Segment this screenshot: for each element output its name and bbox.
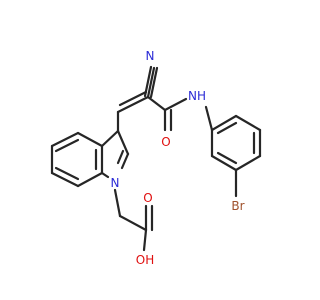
bond — [210, 154, 238, 172]
bond — [100, 171, 110, 179]
bond — [142, 228, 148, 252]
bond — [234, 114, 262, 132]
indole-nitrogen-label: N — [111, 176, 120, 190]
bond — [116, 149, 125, 165]
bond — [216, 121, 238, 135]
bond — [116, 95, 150, 114]
bond — [118, 90, 148, 107]
bond — [204, 105, 214, 132]
bond — [100, 129, 120, 148]
bonds — [50, 65, 262, 252]
nitrile-nitrogen-label: N — [146, 49, 155, 63]
bond — [113, 188, 122, 218]
amide-nh-label: NH — [188, 89, 206, 103]
bond — [120, 152, 130, 170]
atom-labels: N NH O N O OH Br — [111, 49, 245, 267]
bond — [210, 114, 238, 132]
bond — [54, 166, 80, 181]
amide-oxygen-label: O — [161, 135, 170, 149]
bond — [54, 138, 80, 153]
bond — [149, 66, 159, 99]
bond — [116, 129, 130, 156]
bond — [216, 151, 238, 165]
bond — [163, 97, 188, 112]
bromine-label: Br — [231, 199, 244, 213]
bond — [76, 171, 104, 188]
bond — [234, 154, 262, 172]
acid-hydroxyl-label: OH — [136, 253, 154, 267]
bond — [76, 131, 104, 148]
molecule-structure: N NH O N O OH Br — [50, 49, 262, 267]
bond — [50, 131, 80, 148]
bond — [146, 66, 156, 99]
bond — [118, 214, 148, 232]
bond — [143, 65, 153, 98]
acid-oxygen-label: O — [143, 191, 152, 205]
bond — [146, 95, 167, 112]
bond — [50, 171, 80, 188]
